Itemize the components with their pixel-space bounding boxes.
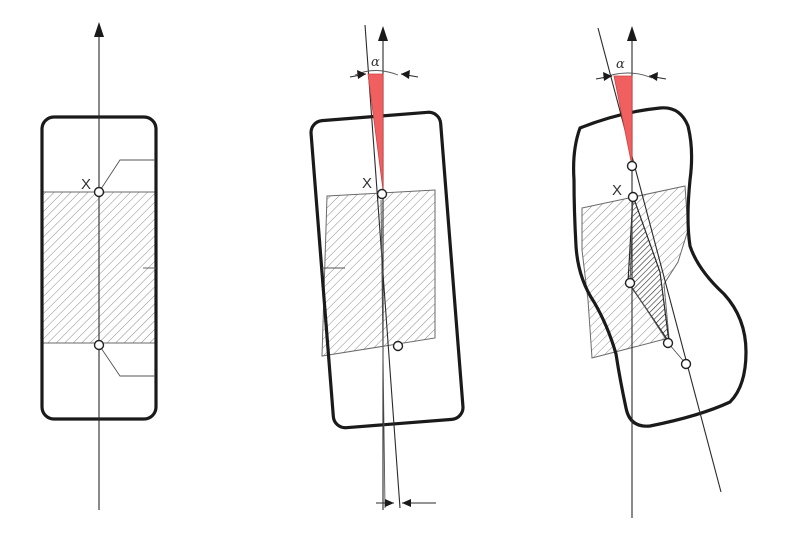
lower-measurement-point (392, 340, 404, 352)
deformation-path (629, 195, 687, 365)
angle-label: α (371, 55, 380, 70)
top-measurement-point (626, 160, 638, 172)
angle-arrow-right (401, 70, 410, 79)
angle-arrow-right (649, 72, 658, 81)
center-label: X (81, 176, 91, 193)
upper-measurement-point (93, 186, 105, 198)
tilt-angle-wedge (613, 75, 633, 167)
center-label: X (362, 175, 372, 192)
panel-tilted-specimen: α X (309, 24, 465, 510)
panel-deformed-specimen: α X (572, 26, 748, 518)
axis-arrowhead (378, 26, 388, 41)
tilt-angle-wedge (367, 73, 384, 191)
axis-arrowhead (94, 22, 104, 37)
angle-arrow-left (603, 72, 612, 81)
angle-label: α (616, 57, 625, 72)
panel-upright-specimen: X (40, 22, 158, 510)
middle-measurement-point (624, 277, 636, 289)
tilted-specimen-axis (364, 24, 401, 509)
leader-line-upper (98, 159, 155, 193)
offset-arrow-left (385, 499, 394, 507)
specimen-outline (572, 106, 748, 428)
projection-line (380, 199, 386, 509)
offset-arrow-right (402, 499, 411, 507)
axis-arrowhead (627, 26, 637, 41)
lower-measurement-point (93, 339, 105, 351)
center-label: X (612, 182, 622, 199)
lower-measurement-point (662, 337, 674, 349)
deformed-specimen-axis (597, 27, 722, 493)
angle-arrow-left (357, 70, 366, 79)
upper-measurement-point (376, 188, 388, 200)
upper-measurement-point (627, 191, 639, 203)
bottom-measurement-point (680, 358, 692, 370)
leader-line-lower (98, 344, 155, 377)
